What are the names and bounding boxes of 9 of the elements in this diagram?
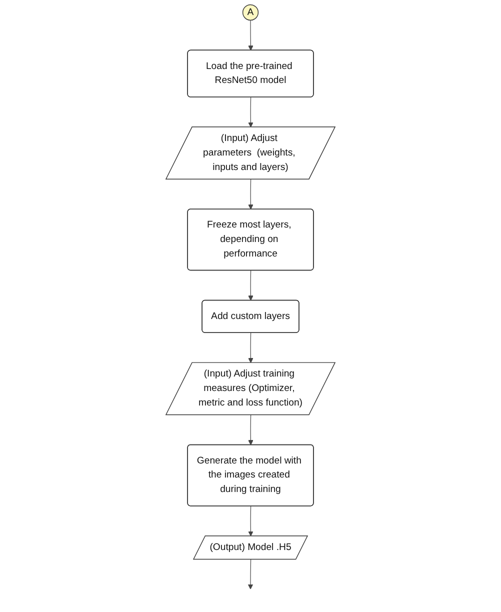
arrow (248, 20, 254, 51)
arrow (248, 96, 254, 128)
arrow (248, 506, 254, 536)
node-circle (242, 4, 259, 21)
arrow (248, 559, 254, 590)
arrow (248, 414, 254, 446)
arrow (248, 270, 254, 301)
arrow (248, 179, 254, 210)
arrow (248, 332, 254, 364)
